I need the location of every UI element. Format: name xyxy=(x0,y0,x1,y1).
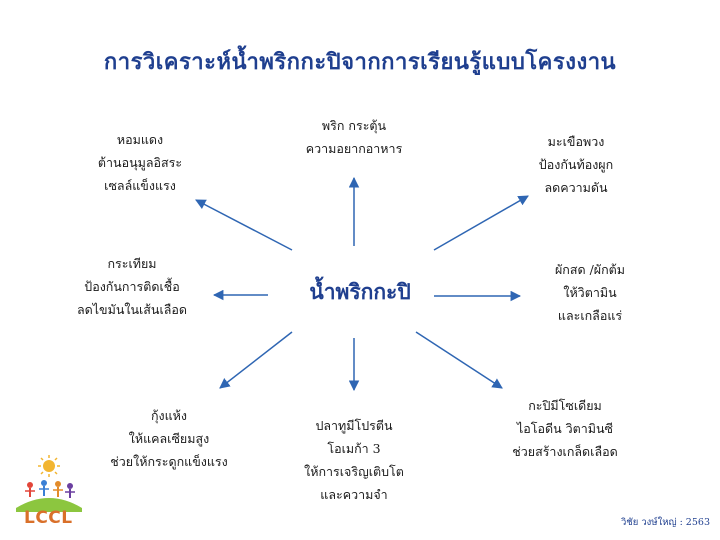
school-logo-icon xyxy=(16,455,82,512)
node-top-line-1: พริก กระตุ้น xyxy=(321,118,387,133)
node-left-line-3: ลดไขมันในเส้นเลือด xyxy=(76,302,188,317)
node-bottom-right-line-3: ช่วยสร้างเกล็ดเลือด xyxy=(512,444,618,459)
node-top-line-2: ความอยากอาหาร xyxy=(305,141,403,156)
node-bottom-line-1: ปลาทูมีโปรตีน xyxy=(315,418,393,433)
node-top-left-line-3: เซลล์แข็งแรง xyxy=(104,178,176,193)
arrow-up-right xyxy=(433,195,529,251)
node-bottom-line-4: และความจำ xyxy=(320,487,388,502)
node-right-line-3: และเกลือแร่ xyxy=(557,308,623,323)
author-credit: วิชัย วงษ์ใหญ่ : 2563 xyxy=(620,517,710,528)
node-top-right-line-3: ลดความดัน xyxy=(544,180,608,195)
node-bottom-line-2: โอเมก้า 3 xyxy=(327,441,381,456)
node-bottom-left: กุ้งแห้ง ให้แคลเซียมสูง ช่วยให้กระดูกแข็… xyxy=(84,404,254,473)
center-topic: น้ำพริกกะปิ xyxy=(309,279,411,304)
arrow-up-left xyxy=(195,199,293,251)
node-top-left-line-2: ต้านอนุมูลอิสระ xyxy=(97,155,183,170)
node-right-line-2: ให้วิตามิน xyxy=(563,285,617,300)
node-bottom-left-line-3: ช่วยให้กระดูกแข็งแรง xyxy=(110,454,228,469)
node-bottom: ปลาทูมีโปรตีน โอเมก้า 3 ให้การเจริญเติบโ… xyxy=(274,414,434,506)
node-top-right-line-1: มะเขือพวง xyxy=(547,134,605,149)
node-top: พริก กระตุ้น ความอยากอาหาร xyxy=(274,114,434,160)
node-left-line-2: ป้องกันการติดเชื้อ xyxy=(84,279,180,294)
node-bottom-right-line-2: ไอโอดีน วิตามินซี xyxy=(516,421,614,436)
node-bottom-right-line-1: กะปิมีโซเดียม xyxy=(528,398,602,413)
node-bottom-left-line-1: กุ้งแห้ง xyxy=(150,408,188,423)
node-right: ผักสด /ผักต้ม ให้วิตามิน และเกลือแร่ xyxy=(510,258,670,327)
logo-text: LCCL xyxy=(24,508,73,528)
node-left-line-1: กระเทียม xyxy=(107,256,157,271)
node-top-left-line-1: หอมแดง xyxy=(116,132,164,147)
node-right-line-1: ผักสด /ผักต้ม xyxy=(554,262,626,277)
node-top-right-line-2: ป้องกันท้องผูก xyxy=(538,157,614,172)
arrow-down-left xyxy=(219,331,293,389)
arrow-down-right xyxy=(415,331,503,389)
node-bottom-line-3: ให้การเจริญเติบโต xyxy=(304,464,404,479)
node-bottom-right: กะปิมีโซเดียม ไอโอดีน วิตามินซี ช่วยสร้า… xyxy=(480,394,650,463)
node-bottom-left-line-2: ให้แคลเซียมสูง xyxy=(128,431,210,446)
node-left: กระเทียม ป้องกันการติดเชื้อ ลดไขมันในเส้… xyxy=(48,252,216,321)
page-title: การวิเคราะห์น้ำพริกกะปิจากการเรียนรู้แบบ… xyxy=(103,49,617,75)
node-top-left: หอมแดง ต้านอนุมูลอิสระ เซลล์แข็งแรง xyxy=(60,128,220,197)
node-top-right: มะเขือพวง ป้องกันท้องผูก ลดความดัน xyxy=(496,130,656,199)
